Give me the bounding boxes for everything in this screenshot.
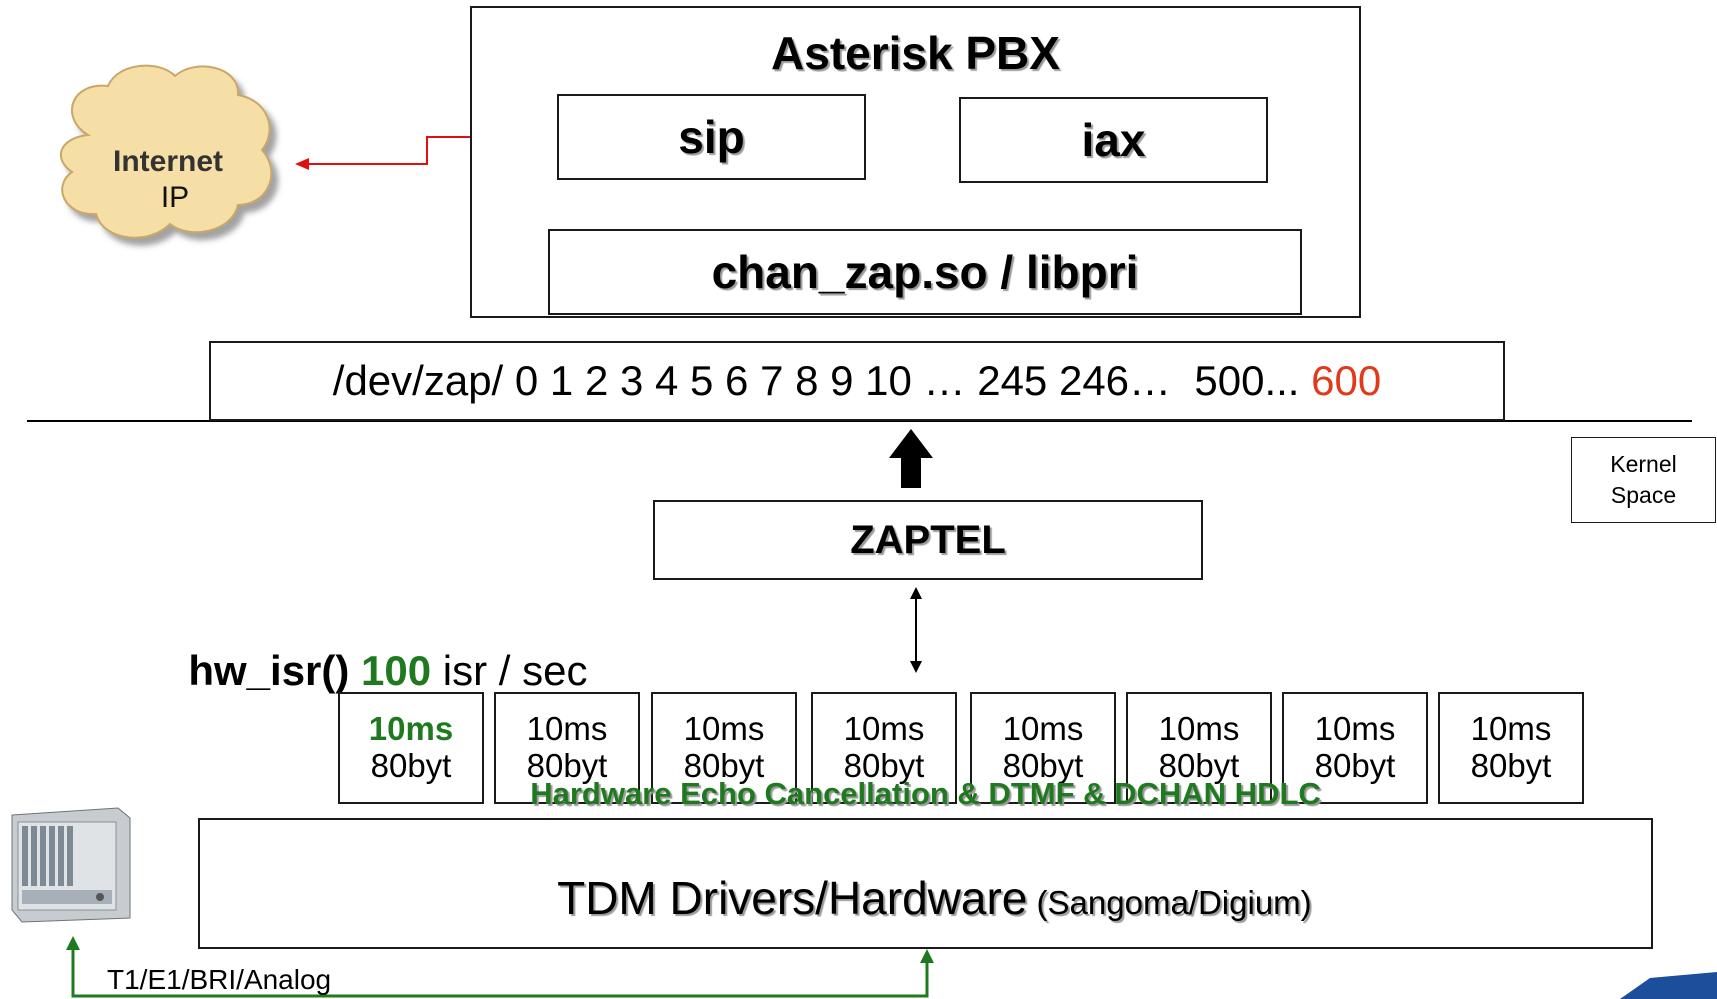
frame-box: 10ms 80byt [494, 692, 640, 804]
frame-time: 10ms [526, 710, 608, 748]
tdm-drivers-label: TDM Drivers/Hardware (Sangoma/Digium) [539, 814, 1312, 994]
space-text: Space [1610, 482, 1677, 508]
frame-box: 10ms 80byt [811, 692, 957, 804]
arrowhead-down-icon [910, 661, 922, 673]
frame-bytes: 80byt [1002, 747, 1084, 784]
kernel-space-box: Kernel Space [1571, 437, 1716, 523]
frame-box: 10ms 80byt [338, 692, 484, 804]
dev-zap-channels: /dev/zap/ 0 1 2 3 4 5 6 7 8 9 10 … 245 2… [332, 357, 1312, 404]
frame-time: 10ms [683, 710, 765, 748]
frame-time: 10ms [1314, 710, 1396, 748]
dev-zap-max-channel: 600 [1311, 357, 1382, 404]
frame-time: 10ms [368, 710, 454, 748]
frame-box: 10ms 80byt [651, 692, 797, 804]
sip-box: sip [557, 94, 866, 180]
isr-function: hw_isr() [188, 647, 350, 694]
frame-box: 10ms 80byt [1282, 692, 1428, 804]
frame-bytes: 80byt [843, 747, 925, 784]
frame-bytes: 80byt [526, 747, 608, 784]
zaptel-box: ZAPTEL [653, 500, 1203, 580]
frame-time: 10ms [1002, 710, 1084, 748]
t1-e1-bri-analog-label: T1/E1/BRI/Analog [107, 964, 332, 995]
frame-box: 10ms 80byt [1126, 692, 1272, 804]
frame-box: 10ms 80byt [1438, 692, 1584, 804]
frame-box: 10ms 80byt [970, 692, 1116, 804]
frame-bytes: 80byt [1470, 747, 1552, 784]
kernel-text: Kernel [1610, 451, 1677, 477]
green-arrowhead-left-icon [66, 936, 80, 950]
frame-bytes: 80byt [1158, 747, 1240, 784]
frame-time: 10ms [1470, 710, 1552, 748]
up-arrow-icon [889, 429, 933, 488]
tdm-drivers-vendor: (Sangoma/Digium) [1027, 883, 1312, 921]
frame-time: 10ms [1158, 710, 1240, 748]
logo-corner-icon [1620, 972, 1717, 999]
iax-box: iax [959, 97, 1268, 183]
green-arrowhead-right-icon [920, 949, 934, 963]
frame-bytes: 80byt [1314, 747, 1396, 784]
isr-rate-label: hw_isr() 100 isr / sec [165, 599, 587, 695]
internet-text: Internet [112, 145, 223, 178]
chan-zap-box: chan_zap.so / libpri [548, 229, 1302, 315]
frame-bytes: 80byt [683, 747, 765, 784]
frame-time: 10ms [843, 710, 925, 748]
dev-zap-box: /dev/zap/ 0 1 2 3 4 5 6 7 8 9 10 … 245 2… [209, 341, 1505, 421]
arrowhead-left-icon [295, 158, 309, 170]
telecom-chassis-icon [11, 807, 131, 923]
tdm-drivers-main: TDM Drivers/Hardware [557, 871, 1028, 924]
isr-count: 100 [361, 647, 432, 694]
arrowhead-up-icon [910, 587, 922, 599]
ip-text: IP [160, 181, 190, 214]
internet-label: Internet IP [88, 140, 248, 220]
t1-line [71, 945, 929, 998]
tdm-drivers-box: Hardware Echo Cancellation & DTMF & DCHA… [198, 776, 1653, 949]
internet-cloud-icon [60, 64, 273, 239]
frame-bytes: 80byt [370, 747, 452, 784]
asterisk-pbx-title: Asterisk PBX [771, 27, 1060, 79]
echo-cancellation-label: Hardware Echo Cancellation & DTMF & DCHA… [530, 775, 1321, 811]
isr-unit: isr / sec [431, 647, 588, 694]
